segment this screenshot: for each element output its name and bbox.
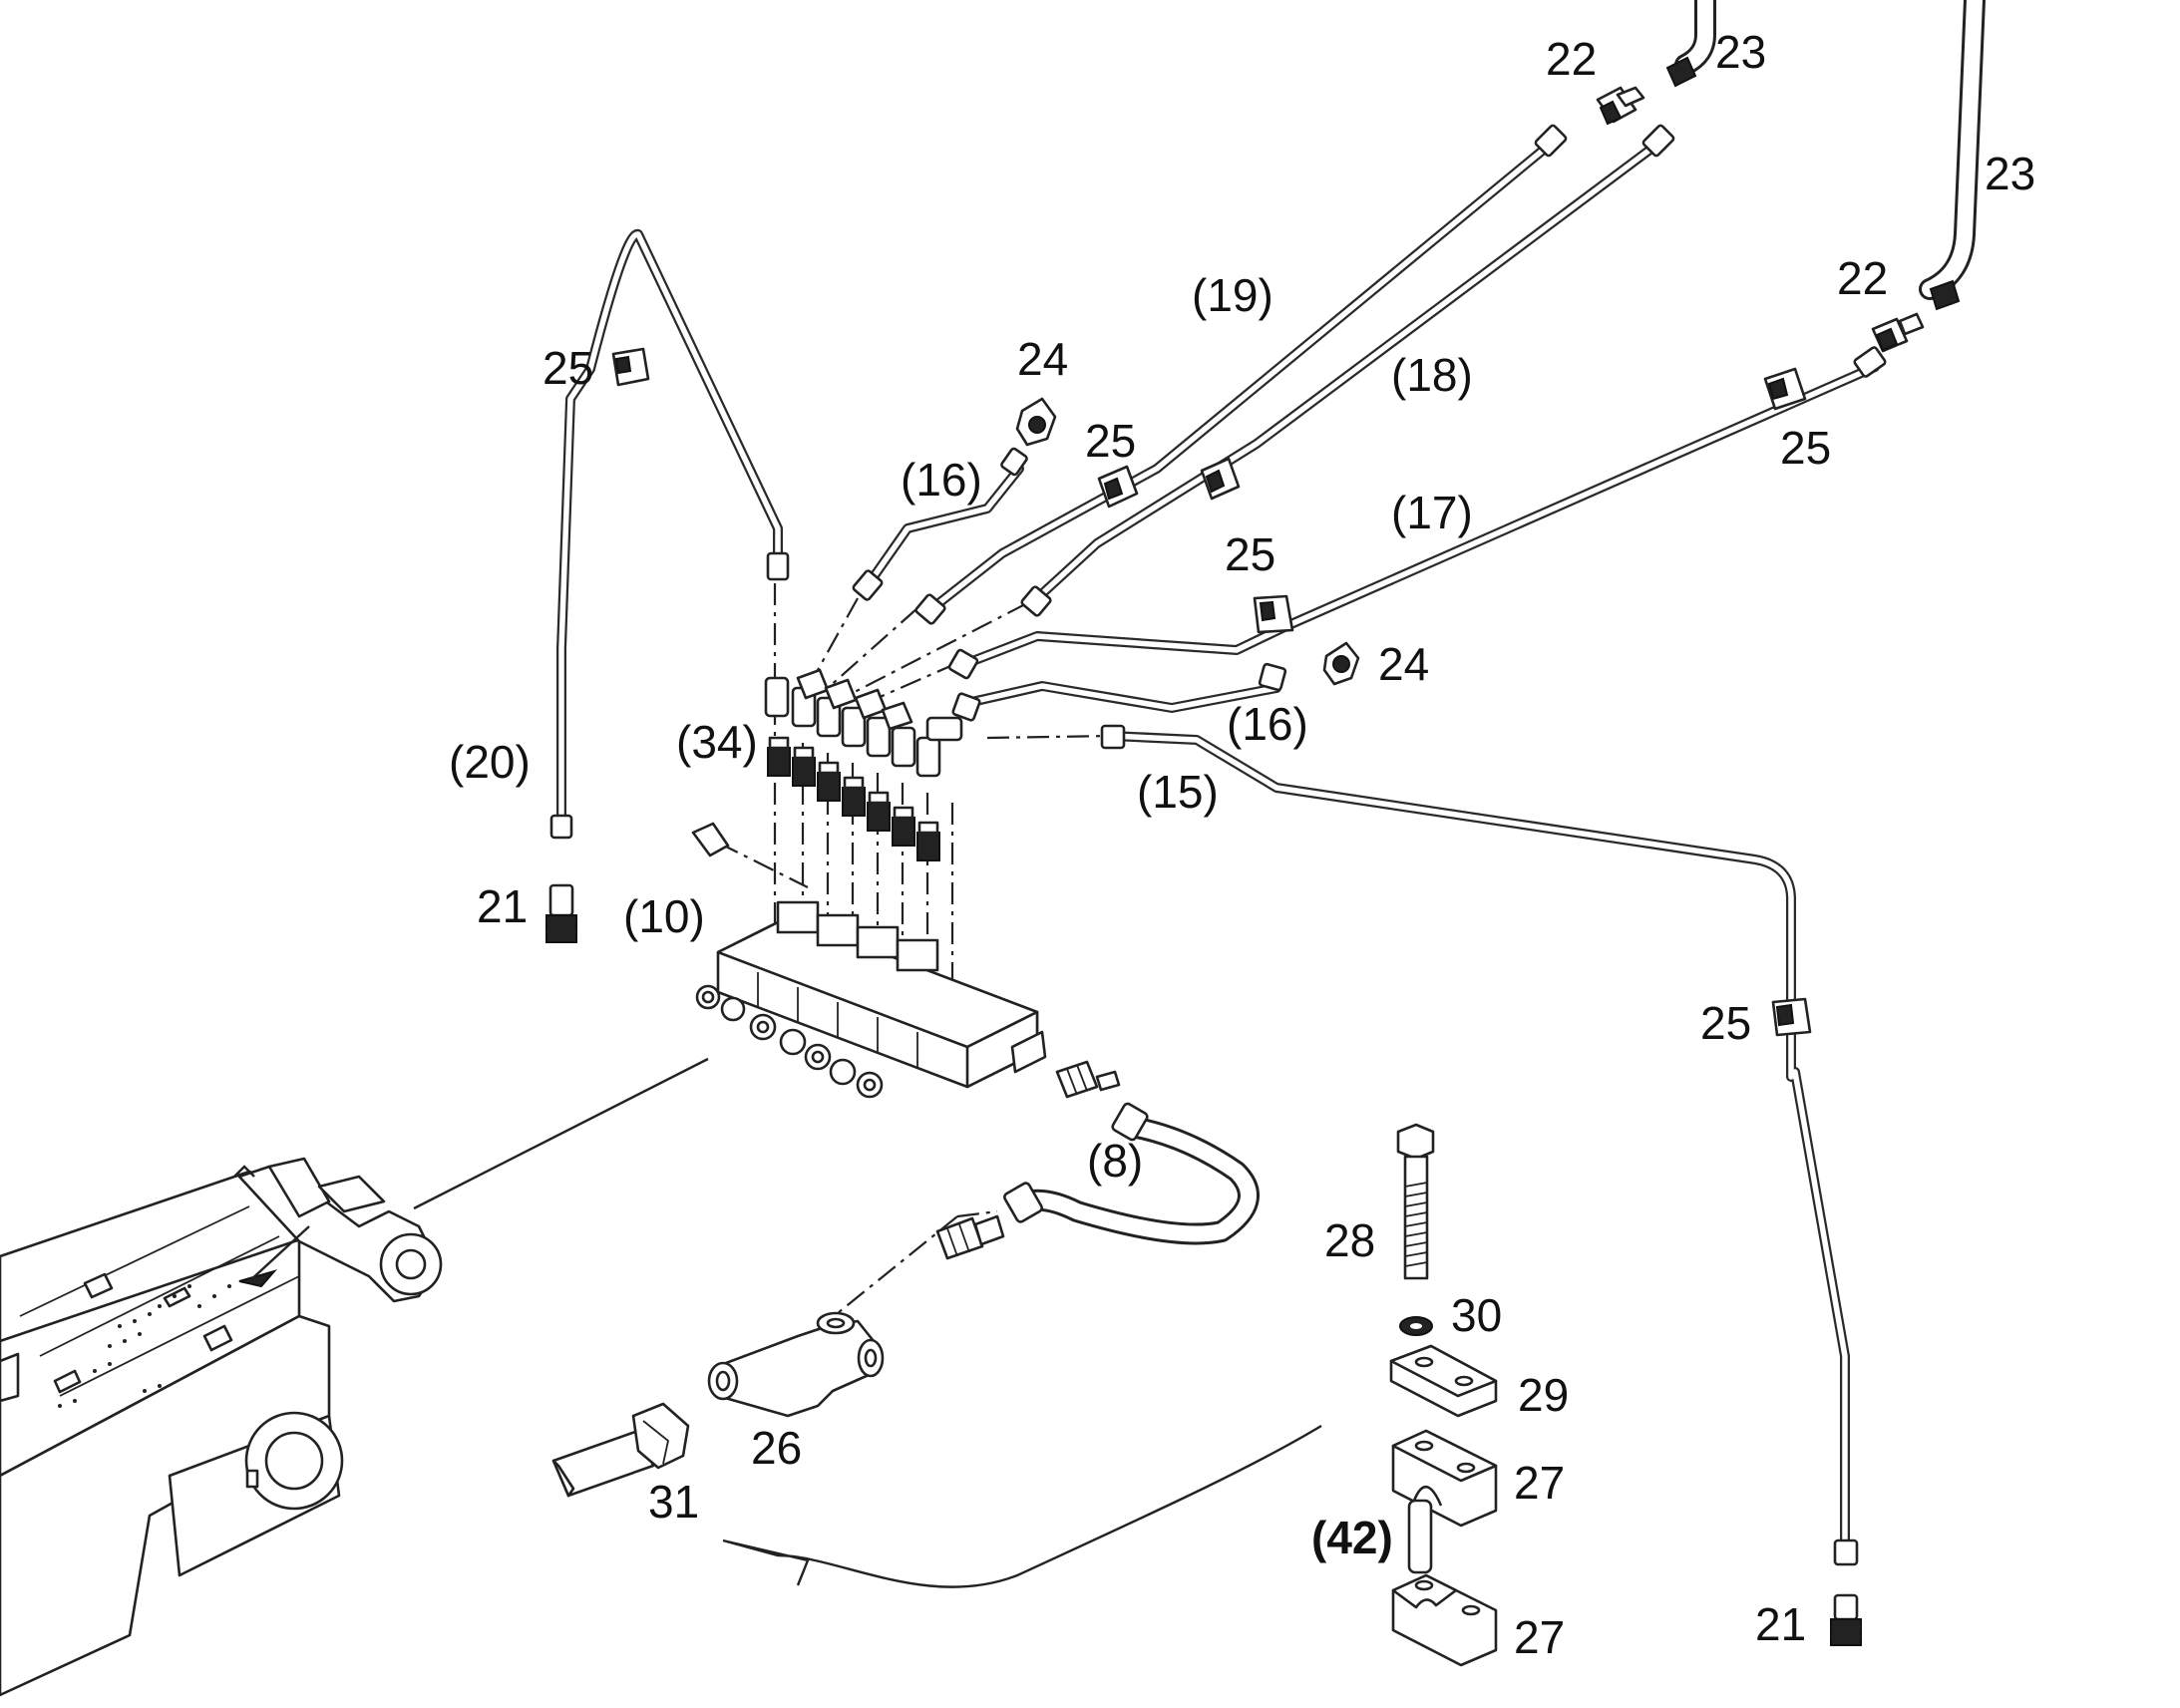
nipples-34 xyxy=(767,736,940,861)
fitting-23-right xyxy=(1929,279,1961,311)
washer-30 xyxy=(1399,1316,1433,1336)
label-27-bottom: 27 xyxy=(1514,1611,1565,1663)
boom-arm xyxy=(0,1157,443,1697)
elbow-fittings xyxy=(764,668,963,778)
label-8: (8) xyxy=(1087,1135,1143,1187)
label-27-top: 27 xyxy=(1514,1457,1565,1509)
label-21-right: 21 xyxy=(1755,1598,1806,1650)
label-25-right: 25 xyxy=(1780,422,1831,474)
label-26: 26 xyxy=(751,1422,802,1474)
plate-29 xyxy=(1389,1344,1498,1418)
label-23-top: 23 xyxy=(1715,26,1766,78)
hose-23-right xyxy=(1919,0,1986,300)
label-22-top: 22 xyxy=(1546,33,1597,85)
label-10: (10) xyxy=(623,890,705,942)
label-34: (34) xyxy=(676,716,758,768)
label-21-left: 21 xyxy=(477,880,528,932)
adapter-to-tee xyxy=(935,1214,1005,1260)
label-23-right: 23 xyxy=(1985,148,2035,199)
fitting-22-right xyxy=(1871,312,1925,353)
fitting-22-top xyxy=(1596,86,1645,126)
fitting-23-top xyxy=(1665,56,1697,88)
cap-24-top xyxy=(1015,397,1057,447)
pipe-nuts xyxy=(549,124,1887,1566)
nipple-21-left xyxy=(545,883,577,943)
pipe-19 xyxy=(927,135,1561,613)
label-16-upper: (16) xyxy=(901,454,982,506)
pipe-20 xyxy=(556,228,783,825)
label-15: (15) xyxy=(1137,766,1219,818)
label-28: 28 xyxy=(1324,1214,1375,1266)
label-19: (19) xyxy=(1192,269,1273,321)
hose-23-top xyxy=(1674,0,1716,76)
label-31: 31 xyxy=(648,1476,699,1528)
tee-26 xyxy=(707,1311,885,1418)
assembly-arrow xyxy=(722,1424,1322,1588)
label-25-top: 25 xyxy=(1085,415,1136,467)
pipe-clamps xyxy=(611,347,1812,1037)
nipple-21-right xyxy=(1830,1593,1862,1646)
part-labels: (8) (10) (15) (16) (16) (17) (18) (19) (… xyxy=(449,26,2035,1663)
label-42: (42) xyxy=(1311,1512,1393,1563)
hose-8 xyxy=(1016,1116,1260,1245)
label-16-lower: (16) xyxy=(1227,698,1308,750)
clamp-half-27-bottom xyxy=(1391,1573,1498,1667)
connector-to-hose xyxy=(1055,1060,1121,1099)
cap-24-right xyxy=(1322,641,1360,686)
label-24-top: 24 xyxy=(1017,333,1068,385)
pipe-18 xyxy=(1032,135,1668,603)
label-25-left: 25 xyxy=(543,342,593,394)
label-30: 30 xyxy=(1451,1289,1502,1341)
label-17: (17) xyxy=(1391,487,1473,538)
label-20: (20) xyxy=(449,736,531,788)
pipe-15 xyxy=(1107,731,1850,1545)
label-22-right: 22 xyxy=(1837,252,1888,304)
detail-leader-line xyxy=(413,1057,709,1210)
pipe-17 xyxy=(962,362,1880,668)
distributor-block xyxy=(691,822,1047,1099)
label-29: 29 xyxy=(1518,1369,1569,1421)
pipe-16-upper xyxy=(868,464,1024,583)
label-25-bottom: 25 xyxy=(1700,997,1751,1049)
bolt-28 xyxy=(1396,1123,1435,1280)
sleeve-42 xyxy=(1407,1499,1433,1574)
label-25-middle: 25 xyxy=(1225,528,1275,580)
plug-31 xyxy=(551,1402,690,1498)
label-18: (18) xyxy=(1391,349,1473,401)
label-24-right: 24 xyxy=(1378,638,1429,690)
